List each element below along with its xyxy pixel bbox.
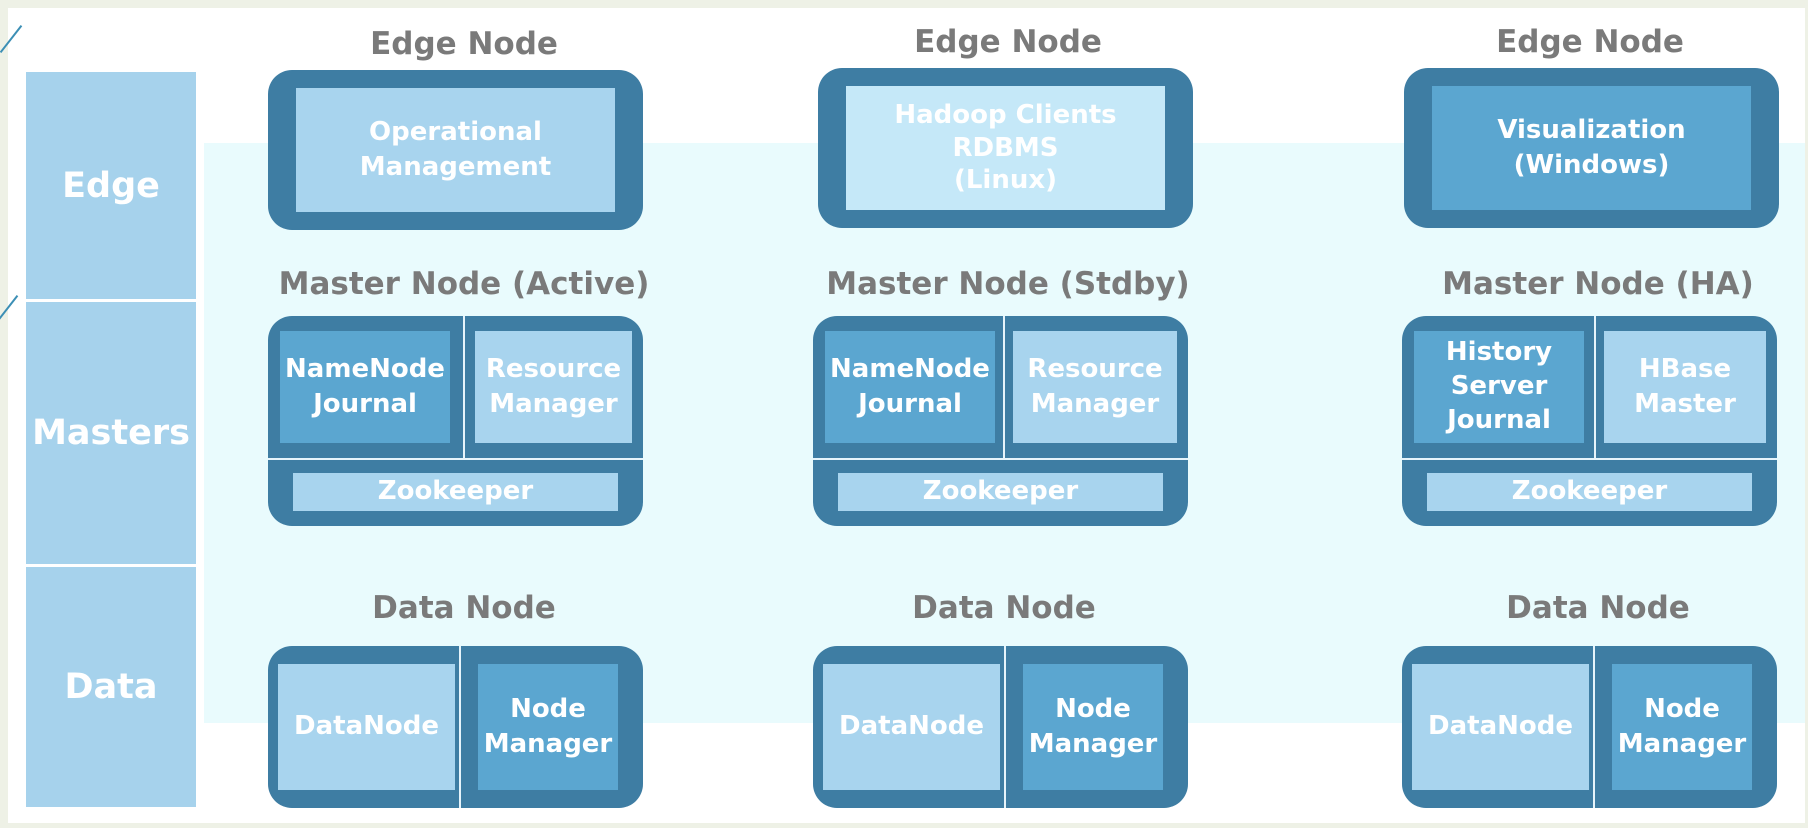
- box-label-line: Hadoop Clients: [894, 100, 1117, 131]
- box-label-line: Resource: [485, 353, 622, 384]
- hadoop-clients-box: Hadoop Clients RDBMS (Linux): [846, 86, 1165, 210]
- tier-label-masters: Masters: [26, 302, 196, 564]
- data-node: DataNode Node Manager: [268, 646, 643, 808]
- divider: [1594, 316, 1596, 458]
- divider: [1003, 316, 1005, 458]
- master-node-title: Master Node (HA): [1442, 266, 1754, 302]
- namenode-journal-box: NameNode Journal: [280, 331, 450, 443]
- edge-node: Visualization (Windows): [1404, 68, 1779, 228]
- box-label-line: History: [1445, 337, 1553, 368]
- zookeeper-box: Zookeeper: [1427, 473, 1752, 511]
- divider: [1004, 646, 1006, 808]
- master-node: History Server Journal HBase Master Zook…: [1402, 316, 1777, 526]
- hbase-master-box: HBase Master: [1604, 331, 1766, 443]
- divider: [1593, 646, 1595, 808]
- box-label-line: Node: [1055, 693, 1131, 724]
- data-node: DataNode Node Manager: [1402, 646, 1777, 808]
- node-manager-box: Node Manager: [1023, 664, 1163, 790]
- operational-management-box: Operational Management: [296, 88, 615, 212]
- box-label-line: Manager: [483, 729, 613, 759]
- edge-node-title: Edge Node: [914, 24, 1102, 60]
- master-node: NameNode Journal Resource Manager Zookee…: [813, 316, 1188, 526]
- divider: [813, 458, 1188, 460]
- datanode-box: DataNode: [278, 664, 455, 790]
- datanode-box: DataNode: [1412, 664, 1589, 790]
- box-label-line: Node: [510, 693, 586, 724]
- visualization-box: Visualization (Windows): [1432, 86, 1751, 210]
- resource-manager-box: Resource Manager: [1013, 331, 1177, 443]
- box-label-line: Visualization: [1497, 114, 1686, 145]
- divider: [268, 458, 643, 460]
- divider: [459, 646, 461, 808]
- box-label-line: Resource: [1027, 353, 1163, 384]
- box-label-line: Manager: [1028, 729, 1158, 759]
- box-label-line: Manager: [489, 389, 618, 419]
- box-label-line: (Linux): [953, 165, 1058, 196]
- box-label-line: RDBMS: [952, 132, 1059, 163]
- box-label-line: Manager: [1030, 389, 1160, 419]
- edge-node: Operational Management: [268, 70, 643, 230]
- box-label-line: Journal: [313, 389, 417, 419]
- tier-label-edge: Edge: [26, 72, 196, 299]
- box-label-line: HBase: [1638, 353, 1732, 384]
- master-node-title: Master Node (Stdby): [826, 266, 1190, 302]
- edge-node-title: Edge Node: [1496, 24, 1684, 60]
- master-node: NameNode Journal Resource Manager Zookee…: [268, 316, 643, 526]
- master-node-title: Master Node (Active): [278, 266, 650, 302]
- datanode-box: DataNode: [823, 664, 1000, 790]
- namenode-journal-box: NameNode Journal: [825, 331, 995, 443]
- edge-node: Hadoop Clients RDBMS (Linux): [818, 68, 1193, 228]
- box-label-line: (Windows): [1513, 150, 1670, 180]
- box-label: Operational Management: [359, 116, 552, 182]
- edge-node-title: Edge Node: [370, 26, 558, 62]
- box-label-line: NameNode: [285, 353, 445, 384]
- data-node-title: Data Node: [372, 590, 556, 626]
- box-label-line: Server: [1450, 371, 1548, 402]
- node-manager-box: Node Manager: [1612, 664, 1752, 790]
- box-label-line: Master: [1634, 389, 1736, 419]
- divider: [1402, 458, 1777, 460]
- tier-label-data: Data: [26, 567, 196, 807]
- zookeeper-box: Zookeeper: [293, 473, 618, 511]
- box-label-line: NameNode: [830, 353, 990, 384]
- zookeeper-box: Zookeeper: [838, 473, 1163, 511]
- data-node-title: Data Node: [1506, 590, 1690, 626]
- box-label-line: Journal: [858, 389, 962, 419]
- divider: [463, 316, 465, 458]
- box-label-line: Journal: [1447, 404, 1551, 435]
- box-label-line: Node: [1644, 693, 1720, 724]
- data-node: DataNode Node Manager: [813, 646, 1188, 808]
- resource-manager-box: Resource Manager: [475, 331, 632, 443]
- box-label-line: Manager: [1617, 729, 1747, 759]
- node-manager-box: Node Manager: [478, 664, 618, 790]
- history-server-journal-box: History Server Journal: [1414, 331, 1584, 443]
- data-node-title: Data Node: [912, 590, 1096, 626]
- diagram-canvas: Edge Masters Data Edge Node Operational …: [8, 8, 1805, 823]
